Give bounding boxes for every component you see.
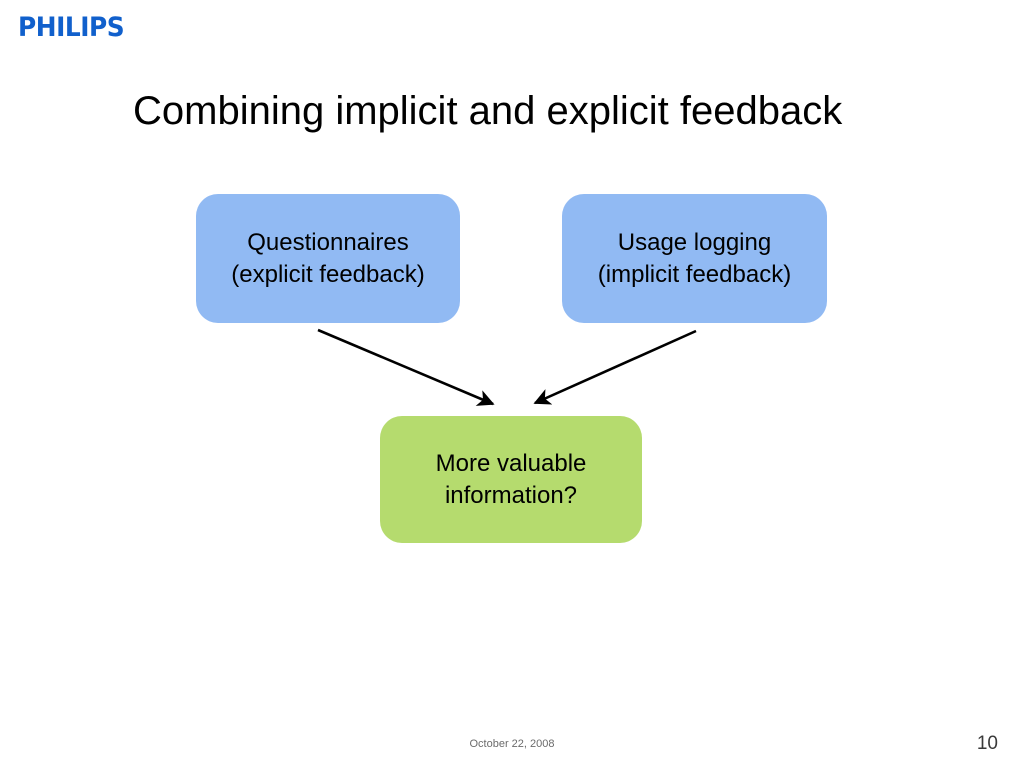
node-questionnaires[interactable]: Questionnaires (explicit feedback) xyxy=(196,194,460,323)
node-usage-logging-line2: (implicit feedback) xyxy=(597,260,792,288)
node-usage-logging-line1: Usage logging xyxy=(617,228,772,256)
node-usage-logging[interactable]: Usage logging (implicit feedback) xyxy=(562,194,827,323)
node-outcome-line2: information? xyxy=(444,481,578,509)
arrow-usage-logging-to-outcome xyxy=(533,329,697,405)
footer-date: October 22, 2008 xyxy=(469,738,555,750)
arrow-questionnaires-to-outcome xyxy=(317,328,495,406)
node-outcome[interactable]: More valuable information? xyxy=(380,416,642,543)
node-outcome-line1: More valuable xyxy=(435,449,587,477)
node-questionnaires-line2: (explicit feedback) xyxy=(231,260,425,288)
node-questionnaires-line1: Questionnaires xyxy=(247,228,409,256)
philips-logo: PHILIPS xyxy=(18,12,125,43)
page-title: Combining implicit and explicit feedback xyxy=(133,88,843,133)
page-number: 10 xyxy=(976,733,998,754)
